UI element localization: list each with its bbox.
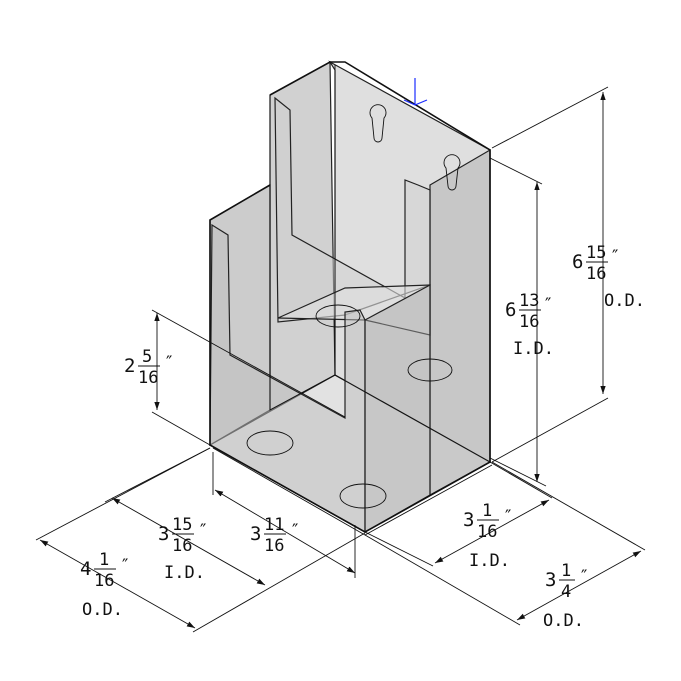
dim-numerator: 1 — [482, 501, 492, 521]
dim-front-pocket-height: 2 5 16 ″ — [124, 347, 174, 388]
dim-whole: 3 — [250, 523, 261, 545]
dim-whole: 3 — [158, 523, 169, 545]
dimension-lines — [35, 86, 646, 633]
dim-denominator: 16 — [138, 368, 158, 388]
dim-width-id: 3 1 16 ″ I.D. — [463, 501, 513, 571]
dim-denominator: 16 — [172, 536, 192, 556]
dim-unit: ″ — [198, 521, 208, 541]
dim-denominator: 16 — [264, 536, 284, 556]
dim-whole: 4 — [80, 558, 91, 580]
keyhole-slot-icon — [369, 104, 387, 143]
dim-note: O.D. — [82, 600, 123, 620]
dim-width-od: 3 1 4 ″ O.D. — [543, 561, 589, 631]
dim-unit: ″ — [503, 507, 513, 527]
dim-whole: 6 — [505, 299, 516, 321]
dim-whole: 3 — [545, 569, 556, 591]
base-hole — [246, 430, 294, 456]
dim-unit: ″ — [290, 521, 300, 541]
dim-unit: ″ — [543, 295, 553, 315]
dim-numerator: 1 — [561, 561, 571, 581]
dim-note: O.D. — [543, 611, 584, 631]
dim-depth-inner: 3 11 16 ″ — [250, 515, 300, 556]
dim-numerator: 5 — [142, 347, 152, 367]
dim-whole: 2 — [124, 355, 135, 377]
dim-numerator: 15 — [586, 243, 606, 263]
dim-numerator: 15 — [172, 515, 192, 535]
dim-denominator: 4 — [561, 582, 571, 602]
dim-denominator: 16 — [519, 312, 539, 332]
dim-height-od: 6 15 16 ″ O.D. — [572, 243, 645, 311]
dim-depth-od: 4 1 16 ″ O.D. — [80, 550, 130, 620]
dim-unit: ″ — [610, 247, 620, 267]
dim-numerator: 13 — [519, 291, 539, 311]
keyhole-slot-icon — [443, 154, 461, 191]
dim-note: I.D. — [513, 339, 554, 359]
shelf-hole — [407, 358, 453, 382]
dim-numerator: 1 — [99, 550, 109, 570]
dim-note: I.D. — [164, 563, 205, 583]
dim-unit: ″ — [579, 567, 589, 587]
right-tall-side — [429, 148, 491, 497]
dim-note: I.D. — [469, 551, 510, 571]
dim-denominator: 16 — [94, 571, 114, 591]
dim-whole: 6 — [572, 251, 583, 273]
dim-unit: ″ — [120, 556, 130, 576]
dim-numerator: 11 — [264, 515, 284, 535]
shelf-hole — [315, 304, 361, 328]
dim-unit: ″ — [164, 353, 174, 373]
front-right-side — [364, 283, 431, 534]
dim-depth-id: 3 15 16 ″ I.D. — [158, 515, 208, 583]
dim-height-id: 6 13 16 ″ I.D. — [505, 291, 554, 359]
dim-denominator: 16 — [586, 264, 606, 284]
brochure-holder — [208, 60, 493, 536]
dim-whole: 3 — [463, 509, 474, 531]
dim-note: O.D. — [604, 291, 645, 311]
dim-denominator: 16 — [477, 522, 497, 542]
axis-triad-icon — [403, 78, 428, 106]
